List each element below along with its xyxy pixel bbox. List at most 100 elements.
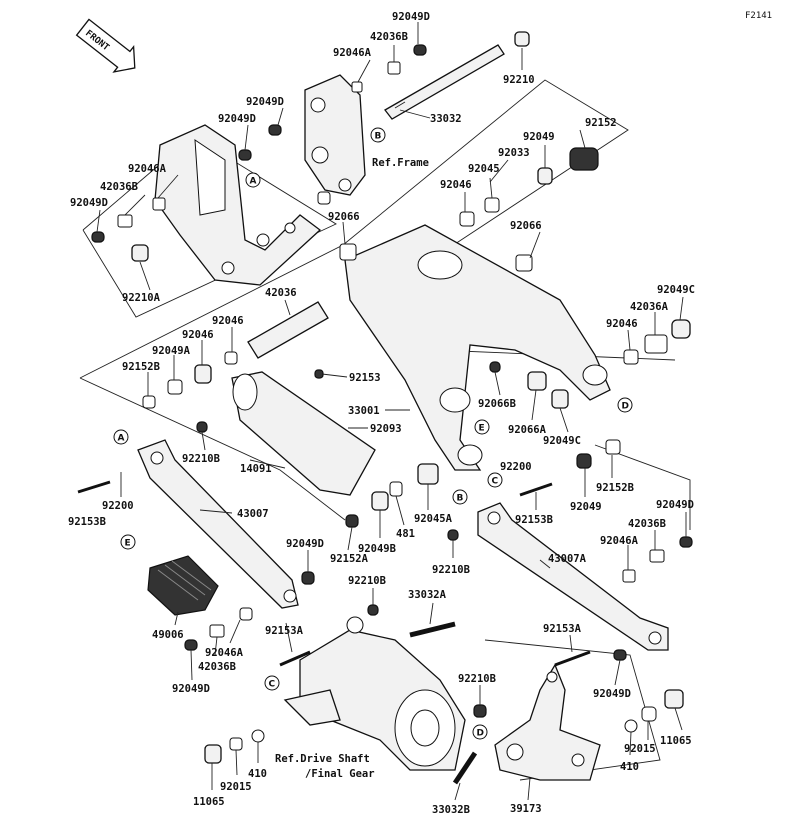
part-label: 92049D [218, 113, 256, 125]
part-number-labels: 92049D 42036B 92046A 92210 33032 92049D … [68, 11, 695, 816]
callout-letter: E [479, 424, 485, 434]
part-label: 92066B [478, 398, 516, 410]
callout-b-top: B [370, 127, 386, 143]
part-label: 33032 [430, 113, 462, 125]
part-label: 92153B [515, 514, 553, 526]
part-label: 92045 [468, 163, 500, 175]
lower-bracket [283, 689, 341, 726]
callout-letter: A [118, 434, 125, 444]
part-label: 33032B [432, 804, 470, 816]
callout-c-lower: C [264, 675, 280, 691]
part-label: 92049D [286, 538, 324, 550]
pivot-shaft-33032 [384, 44, 505, 120]
part-label: 92049D [246, 96, 284, 108]
part-label: 92200 [102, 500, 134, 512]
part-label: 92049D [172, 683, 210, 695]
part-label: 92046A [600, 535, 639, 547]
part-label: 92210A [122, 292, 161, 304]
tie-rod-43007A [477, 502, 669, 651]
part-label: 92046 [212, 315, 244, 327]
link-arm-39173 [494, 663, 601, 781]
part-label: 92046A [333, 47, 372, 59]
callout-b-mid: B [452, 489, 468, 505]
callout-e-left: E [120, 534, 136, 550]
part-label: 92093 [370, 423, 402, 435]
part-label: 92152A [330, 553, 369, 565]
part-label: 42036A [630, 301, 669, 313]
part-label: 92210 [503, 74, 535, 86]
part-label: 92152B [122, 361, 160, 373]
part-label: 92066A [508, 424, 547, 436]
part-label: 49006 [152, 629, 184, 641]
part-label: 92152B [596, 482, 634, 494]
part-label: 11065 [660, 735, 692, 747]
part-label: 43007A [548, 553, 587, 565]
callout-e-mid: E [474, 419, 490, 435]
part-label: 42036B [628, 518, 666, 530]
callout-letter: A [250, 177, 257, 187]
callout-c-mid: C [487, 472, 503, 488]
part-label: 92210B [182, 453, 220, 465]
part-label: 92049D [392, 11, 430, 23]
ref-drive-shaft-label: Ref.Drive Shaft [275, 753, 370, 765]
part-label: 33001 [348, 405, 380, 417]
part-label: 43007 [237, 508, 269, 520]
part-label: 92045A [414, 513, 453, 525]
part-label: 92046 [440, 179, 472, 191]
part-label: 92200 [500, 461, 532, 473]
part-label: 92049B [358, 543, 396, 555]
part-label: 92015 [220, 781, 252, 793]
callout-letter: B [375, 132, 382, 142]
part-label: 33032A [408, 589, 447, 601]
tie-rod-43007 [137, 439, 299, 609]
part-label: 92066 [510, 220, 542, 232]
part-label: 92033 [498, 147, 530, 159]
swing-arm-33001 [344, 224, 611, 471]
frame-upper-piece [304, 74, 366, 196]
part-label: 92210B [348, 575, 386, 587]
part-label: 92049C [543, 435, 581, 447]
small-parts [91, 31, 693, 764]
boot-14091 [231, 371, 376, 496]
callout-a-left: A [113, 429, 129, 445]
callout-d-lower: D [472, 724, 488, 740]
part-label: 92049D [656, 499, 694, 511]
part-label: 410 [248, 768, 267, 780]
callout-letter: B [457, 494, 464, 504]
figure-code: F2141 [745, 11, 772, 21]
callout-a-top: A [245, 172, 261, 188]
part-label: 92153 [349, 372, 381, 384]
part-label: 92066 [328, 211, 360, 223]
bolts [77, 480, 591, 785]
part-label: 92046 [182, 329, 214, 341]
part-label: 42036B [198, 661, 236, 673]
part-label: 92049D [70, 197, 108, 209]
callout-letter: D [477, 729, 484, 739]
part-label: 92152 [585, 117, 617, 129]
part-label: 481 [396, 528, 415, 540]
part-label: 92046 [606, 318, 638, 330]
frame-mount-bracket [154, 124, 322, 286]
callout-letter: E [125, 539, 131, 549]
sleeve-42036 [247, 301, 329, 359]
part-label: 92049 [570, 501, 602, 513]
part-label: 92046A [128, 163, 167, 175]
part-label: 14091 [240, 463, 272, 475]
part-label: 92049 [523, 131, 555, 143]
bellows-49006 [147, 555, 219, 616]
part-label: 92210B [432, 564, 470, 576]
final-gear-housing [299, 616, 466, 771]
part-label: 92049A [152, 345, 191, 357]
part-label: 92015 [624, 743, 656, 755]
front-direction-icon: FRONT [75, 18, 136, 73]
callout-d-right: D [617, 397, 633, 413]
part-label: 410 [620, 761, 639, 773]
part-label: 42036 [265, 287, 297, 299]
part-label: 92049D [593, 688, 631, 700]
leader-lines [96, 22, 687, 801]
ref-frame-label: Ref.Frame [372, 157, 429, 169]
part-label: 92046A [205, 647, 244, 659]
part-label: 11065 [193, 796, 225, 808]
callout-letter: D [622, 402, 629, 412]
